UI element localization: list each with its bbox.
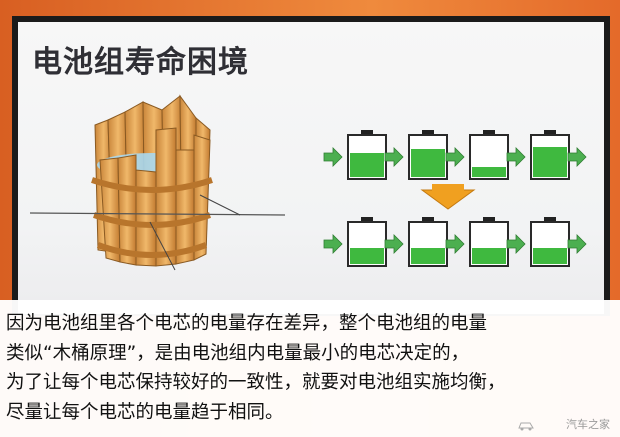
slide: 电池组寿命困境 <box>18 22 604 314</box>
caption-line-4: 尽量让每个电芯的电量趋于相同。 <box>6 402 284 423</box>
caption-line-1: 因为电池组里各个电芯的电量存在差异，整个电池组的电量 <box>6 313 488 334</box>
caption-panel <box>0 300 620 437</box>
watermark: 汽车之家 <box>566 418 610 431</box>
caption-line-2: 类似“木桶原理”，是由电池组内电量最小的电芯决定的， <box>6 343 470 364</box>
caption-line-3: 为了让每个电芯保持较好的一致性，就要对电池组实施均衡， <box>6 372 506 393</box>
car-logo-icon <box>518 422 534 431</box>
slide-title: 电池组寿命困境 <box>32 45 249 80</box>
